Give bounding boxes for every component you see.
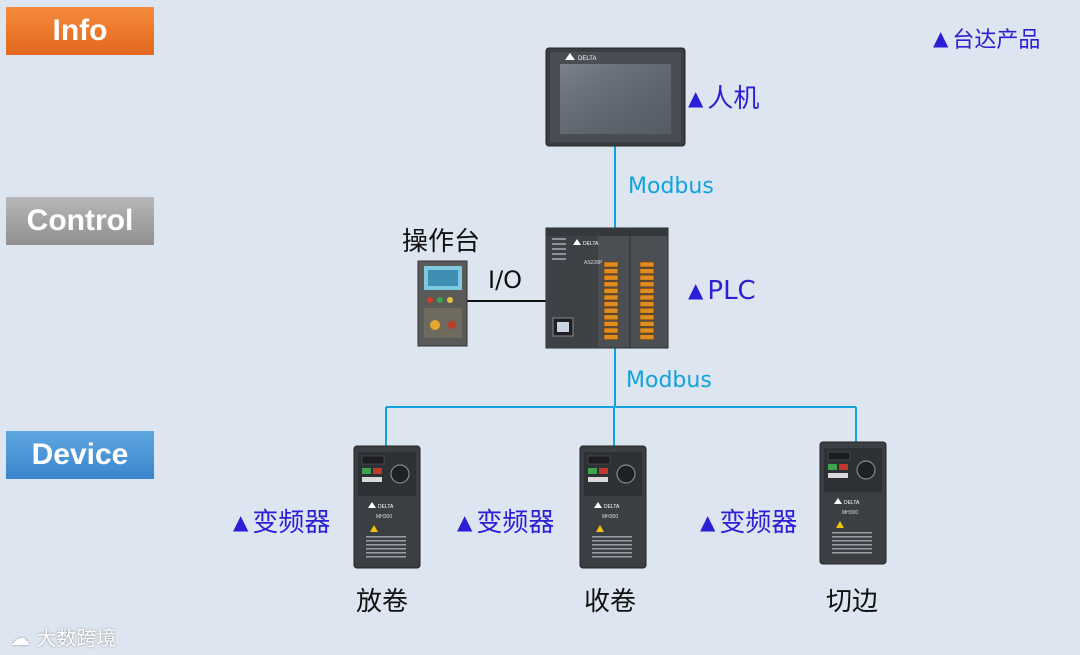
drive-delta-logo-icon: [834, 498, 842, 504]
drive-group: DELTA MH300 DELTA MH300 DELTA MH300: [353, 441, 887, 569]
hmi-brand: DELTA: [578, 56, 596, 62]
warning-icon: [596, 525, 604, 532]
watermark-text: 大数跨境: [36, 626, 117, 650]
plc-io-terminals: [603, 261, 655, 340]
terminal-block: [603, 294, 619, 301]
terminal-block: [639, 307, 655, 314]
plc-delta-logo-icon: [573, 239, 581, 245]
plc-device: DELTA AS228P: [545, 227, 669, 349]
triangle-marker-icon: ▲: [457, 510, 473, 534]
terminal-block: [639, 321, 655, 327]
legend-delta-products: ▲台达产品: [933, 22, 1040, 54]
inverter-drive-1: DELTA MH300: [353, 445, 421, 569]
terminal-block: [603, 334, 619, 340]
inverter-drive-2: DELTA MH300: [579, 445, 647, 569]
terminal-block: [603, 321, 619, 327]
drive-2-label-text: 变频器: [476, 508, 555, 538]
warning-icon: [370, 525, 378, 532]
drive-delta-logo-icon: [368, 502, 376, 508]
triangle-marker-icon: ▲: [688, 278, 704, 302]
terminal-block: [639, 288, 655, 294]
watermark: ☁ 大数跨境: [10, 622, 116, 651]
terminal-block: [639, 261, 655, 268]
terminal-block: [639, 294, 655, 301]
terminal-block: [603, 327, 619, 334]
info-layer-band: Info: [6, 7, 154, 55]
drive-3-label-text: 变频器: [719, 508, 798, 538]
plc-label: ▲PLC: [688, 276, 756, 306]
terminal-block: [639, 274, 655, 281]
drive-brand: DELTA: [378, 504, 394, 510]
drive-brand: DELTA: [844, 500, 860, 506]
drive-model: MH300: [602, 514, 618, 520]
terminal-block: [603, 314, 619, 321]
triangle-marker-icon: ▲: [688, 86, 704, 110]
drive-1-label: ▲变频器: [233, 502, 330, 539]
drive-brand: DELTA: [604, 504, 620, 510]
drive-model: MH300: [376, 514, 392, 520]
terminal-block: [639, 268, 655, 274]
terminal-block: [603, 274, 619, 281]
drive-model: MH300: [842, 510, 858, 516]
terminal-block: [603, 307, 619, 314]
modbus-top-label: Modbus: [628, 174, 714, 199]
hmi-device: DELTA: [545, 47, 686, 147]
inverter-drive-3: DELTA MH300: [819, 441, 887, 565]
console-label: 操作台: [402, 227, 481, 257]
terminal-block: [639, 301, 655, 307]
device-layer-band: Device: [6, 431, 154, 479]
plc-label-text: PLC: [707, 276, 756, 306]
terminal-block: [639, 314, 655, 321]
legend-text: 台达产品: [952, 28, 1041, 53]
plc-model: AS228P: [584, 260, 603, 266]
watermark-logo-icon: ☁: [10, 626, 30, 650]
drive-3-label: ▲变频器: [700, 502, 797, 539]
warning-icon: [836, 521, 844, 528]
drive-3-role: 切边: [826, 587, 879, 617]
triangle-marker-icon: ▲: [700, 510, 716, 534]
drive-delta-logo-icon: [594, 502, 602, 508]
drive-1-label-text: 变频器: [252, 508, 331, 538]
connection-lines: [385, 146, 857, 446]
terminal-block: [603, 288, 619, 294]
drive-2-label: ▲变频器: [457, 502, 554, 539]
plc-brand: DELTA: [583, 241, 599, 247]
triangle-marker-icon: ▲: [233, 510, 249, 534]
drive-1-role: 放卷: [356, 587, 409, 617]
terminal-block: [603, 281, 619, 288]
drive-2-role: 收卷: [584, 587, 637, 617]
triangle-marker-icon: ▲: [933, 26, 949, 50]
control-layer-band: Control: [6, 197, 154, 245]
operator-console: [417, 260, 468, 347]
hmi-label: ▲人机: [688, 78, 759, 115]
delta-logo-icon: [565, 53, 575, 60]
terminal-block: [603, 261, 619, 268]
terminal-block: [639, 281, 655, 288]
io-label: I/O: [488, 266, 523, 294]
modbus-bottom-label: Modbus: [626, 368, 712, 393]
terminal-block: [603, 268, 619, 274]
terminal-block: [603, 301, 619, 307]
hmi-label-text: 人机: [707, 84, 760, 114]
terminal-block: [639, 327, 655, 334]
terminal-block: [639, 334, 655, 340]
